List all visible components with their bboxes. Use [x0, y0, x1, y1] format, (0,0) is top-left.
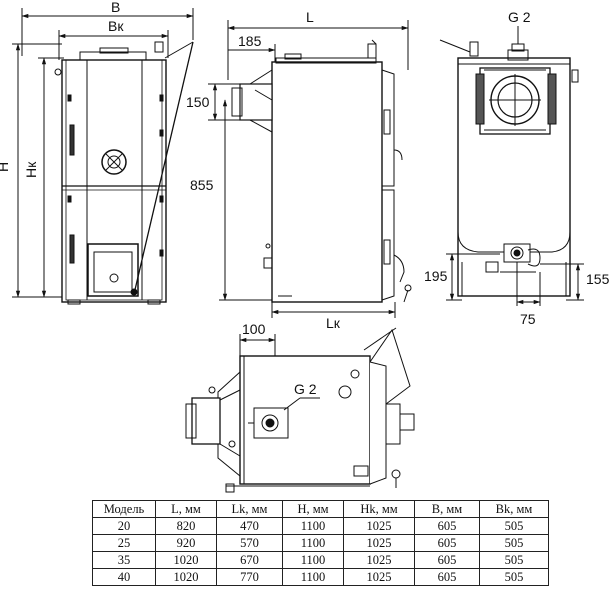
label-b: B	[111, 0, 120, 15]
label-bk: Bк	[108, 18, 124, 34]
table-row: 35 1020 670 1100 1025 605 505	[92, 551, 549, 569]
side-view	[208, 20, 412, 318]
label-g2-top: G 2	[294, 381, 317, 397]
cell: 505	[479, 534, 549, 552]
header-l: L, мм	[155, 500, 217, 518]
cell: 1020	[155, 551, 217, 569]
cell: 770	[216, 568, 283, 586]
cell: 605	[414, 568, 480, 586]
table-row: 20 820 470 1100 1025 605 505	[92, 517, 549, 535]
cell: 1025	[343, 551, 415, 569]
label-g2-rear: G 2	[508, 9, 531, 25]
dim-855: 855	[190, 177, 214, 193]
cell: 605	[414, 551, 480, 569]
cell: 605	[414, 517, 480, 535]
cell: 40	[92, 568, 156, 586]
header-h: H, мм	[282, 500, 344, 518]
cell: 505	[479, 568, 549, 586]
cell: 1100	[282, 568, 344, 586]
cell: 1020	[155, 568, 217, 586]
header-b: B, мм	[414, 500, 480, 518]
header-hk: Hk, мм	[343, 500, 415, 518]
label-l: L	[306, 9, 314, 25]
cell: 570	[216, 534, 283, 552]
header-bk: Bk, мм	[479, 500, 549, 518]
dim-75: 75	[520, 311, 536, 327]
cell: 1025	[343, 517, 415, 535]
label-lk: Lк	[326, 315, 341, 331]
dim-100: 100	[242, 321, 266, 337]
cell: 1025	[343, 568, 415, 586]
cell: 670	[216, 551, 283, 569]
dim-185: 185	[238, 33, 262, 49]
cell: 820	[155, 517, 217, 535]
cell: 1100	[282, 551, 344, 569]
cell: 1025	[343, 534, 415, 552]
cell: 505	[479, 551, 549, 569]
table-row: 25 920 570 1100 1025 605 505	[92, 534, 549, 552]
cell: 25	[92, 534, 156, 552]
cell: 1100	[282, 534, 344, 552]
header-lk: Lk, мм	[216, 500, 283, 518]
label-h: H	[0, 162, 11, 172]
top-view	[185, 327, 415, 493]
cell: 470	[216, 517, 283, 535]
cell: 605	[414, 534, 480, 552]
dim-150: 150	[186, 94, 210, 110]
cell: 1100	[282, 517, 344, 535]
dim-155: 155	[586, 271, 610, 287]
cell: 505	[479, 517, 549, 535]
table-header-row: Модель L, мм Lk, мм H, мм Hk, мм B, мм B…	[92, 500, 549, 518]
front-view	[12, 8, 194, 305]
label-hk: Hк	[23, 161, 39, 178]
cell: 35	[92, 551, 156, 569]
header-model: Модель	[92, 500, 156, 518]
spec-table: Модель L, мм Lk, мм H, мм Hk, мм B, мм B…	[92, 500, 549, 586]
dim-195: 195	[424, 268, 448, 284]
cell: 20	[92, 517, 156, 535]
cell: 920	[155, 534, 217, 552]
table-row: 40 1020 770 1100 1025 605 505	[92, 568, 549, 586]
rear-view	[439, 26, 584, 306]
